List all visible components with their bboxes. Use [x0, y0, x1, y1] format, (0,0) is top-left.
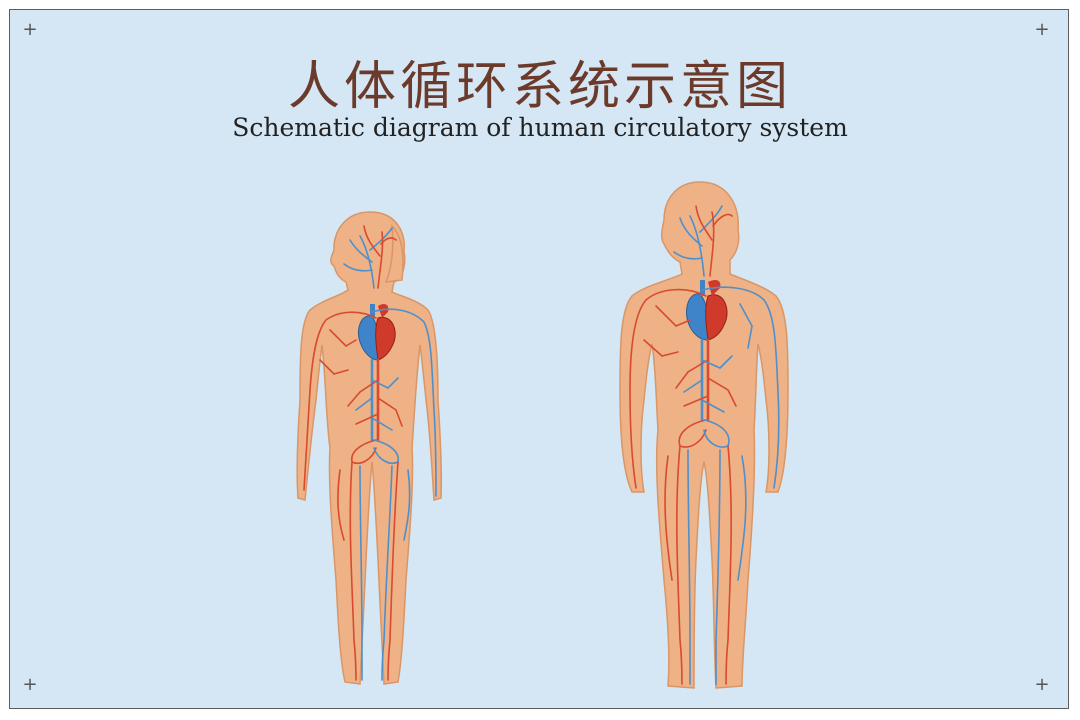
crosshair-top-left-icon: +: [22, 19, 38, 40]
crosshair-top-right-icon: +: [1034, 19, 1050, 40]
child-body-silhouette: [296, 211, 443, 685]
diagram-frame: [9, 9, 1069, 709]
child-figure: [296, 211, 443, 685]
crosshair-bottom-right-icon: +: [1034, 674, 1050, 695]
adult-heart-icon: [686, 280, 728, 341]
adult-figure: [619, 181, 789, 689]
child-heart-icon: [358, 304, 396, 361]
title-chinese: 人体循环系统示意图: [287, 57, 792, 117]
crosshair-bottom-left-icon: +: [22, 674, 38, 695]
title-english: Schematic diagram of human circulatory s…: [232, 113, 848, 142]
